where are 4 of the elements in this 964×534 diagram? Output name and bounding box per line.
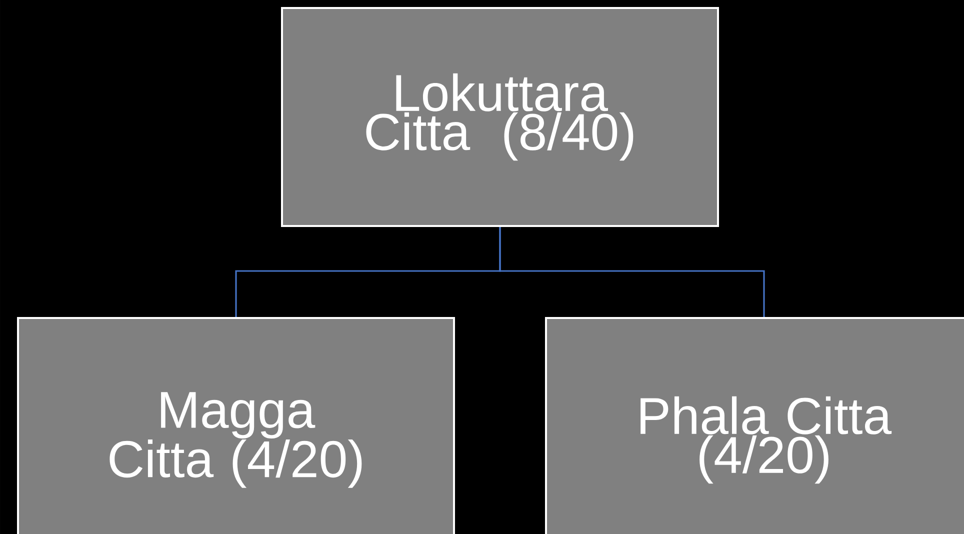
process-box: Magga Citta (4/20) [17,317,455,534]
process-box: Lokuttara Citta (8/40) [281,7,719,227]
process-box: Phala Citta (4/20) [545,317,964,534]
connector-line [499,227,765,317]
